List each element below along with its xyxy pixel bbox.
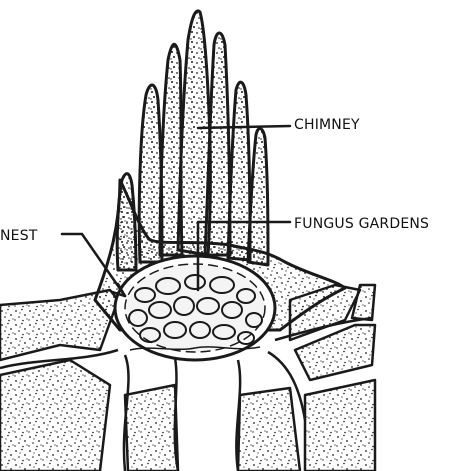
nest-inner [125, 264, 265, 352]
spire-right-outer [248, 129, 268, 265]
soil-left-lower [0, 360, 110, 471]
soil-center-lower [125, 385, 178, 471]
spire-left-small [117, 174, 136, 270]
soil-right-lower [305, 380, 375, 471]
chimney-label: CHIMNEY [294, 117, 360, 133]
spire-right-mid [228, 82, 250, 260]
nest-chamber [115, 256, 275, 360]
nest-label: NEST [0, 228, 38, 244]
fungus-gardens-label: FUNGUS GARDENS [294, 216, 429, 232]
spire-left-outer [139, 85, 162, 262]
chimney-spires [117, 11, 268, 270]
soil-center-right-lower [238, 388, 300, 471]
